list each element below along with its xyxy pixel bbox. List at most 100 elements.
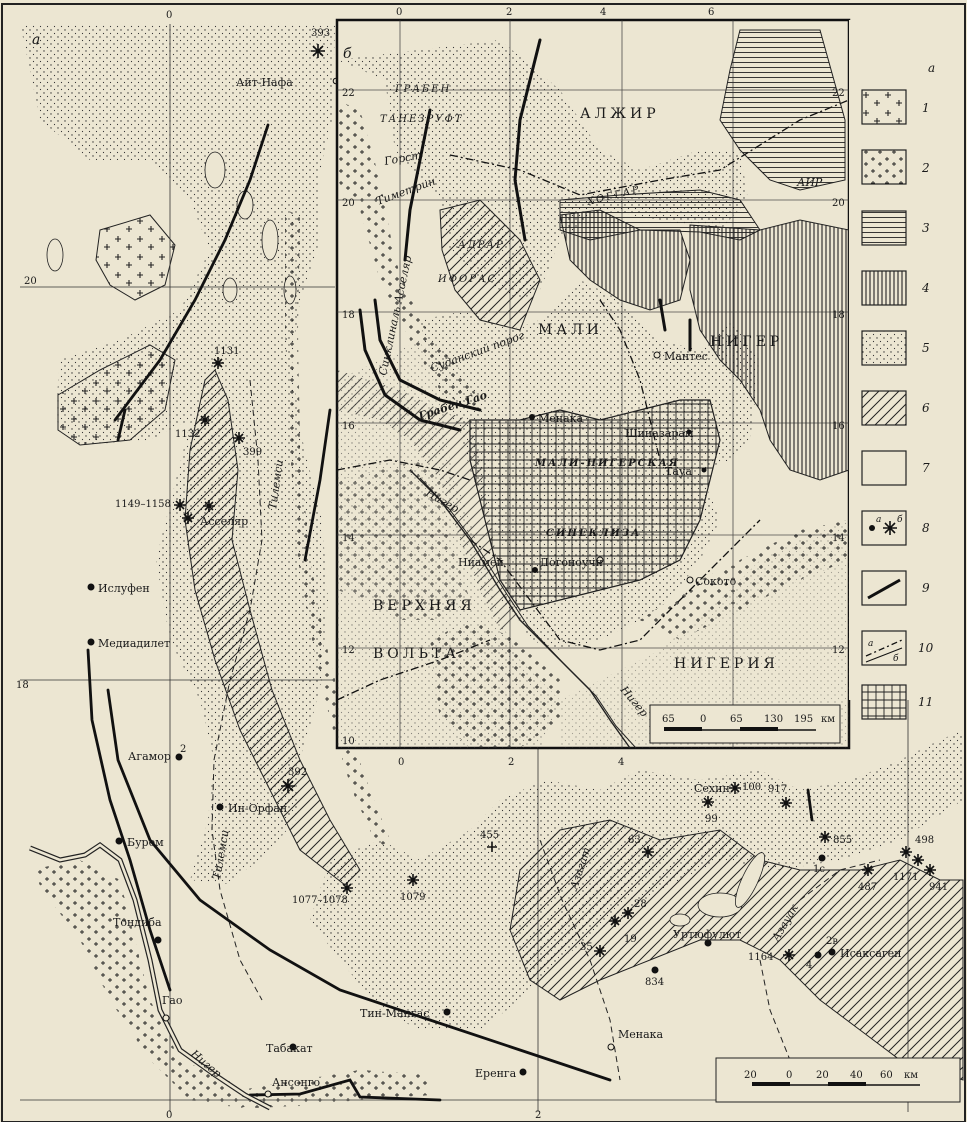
point-label: 63 <box>628 835 641 846</box>
scale-unit: км <box>904 1070 918 1081</box>
point-label: 393 <box>311 28 330 39</box>
point-label: 28 <box>634 899 647 910</box>
place-label: Ин-Орфан <box>228 802 287 815</box>
point-label: 2 <box>180 744 186 755</box>
lat-label: 14 <box>342 533 355 544</box>
lat-label: 18 <box>16 680 29 691</box>
scale-tick: 20 <box>744 1070 757 1081</box>
region-label: АЛЖИР <box>580 106 660 122</box>
panel-a-letter: а <box>32 32 40 48</box>
legend-corner-mark: а <box>928 61 935 75</box>
point-label: 1171 <box>893 872 918 883</box>
legend-item-label: 2 <box>921 161 930 175</box>
lat-label: 20 <box>24 276 37 287</box>
lat-label: 22 <box>342 88 355 99</box>
lat-label: 18 <box>832 310 845 321</box>
lon-label: 0 <box>166 10 172 21</box>
legend-sub-a: а <box>868 639 873 649</box>
panel-a-map: а 0 20 18 0 2 Айт-Нафа Ислуфен Медиадиле… <box>16 10 964 1121</box>
legend-sub-a: а <box>876 515 881 525</box>
place-label: Асселяр <box>200 515 248 528</box>
point-label: 834 <box>645 977 664 988</box>
place-label: Бурем <box>127 836 164 849</box>
lat-label: 10 <box>342 736 355 747</box>
place-label: Айт-Нафа <box>236 76 293 89</box>
scale-bar: 65 0 65 130 195 км <box>649 704 841 744</box>
region-label: ВЕРХНЯЯ <box>373 598 476 614</box>
place-label: Мантес <box>664 350 708 363</box>
legend: а а б а б 1 2 3 4 5 <box>849 20 961 720</box>
point-label: 100 <box>742 782 761 793</box>
geo-label: СИНЕКЛИЗА <box>546 528 641 539</box>
point-label: 855 <box>833 835 852 846</box>
legend-sub-b: б <box>897 514 903 525</box>
scale-tick: 130 <box>764 714 783 725</box>
lat-label: 16 <box>832 421 845 432</box>
point-label: 1131 <box>214 346 239 357</box>
point-label: 455 <box>480 830 499 841</box>
place-label: Тин-Мангас <box>360 1007 429 1020</box>
legend-item-label: 11 <box>918 695 933 709</box>
lon-label: 0 <box>398 757 404 768</box>
place-label: Ансонго <box>272 1076 321 1089</box>
point-label: 1132 <box>175 429 200 440</box>
lat-label: 18 <box>342 310 355 321</box>
geo-label: МАЛИ-НИГЕРСКАЯ <box>534 458 680 469</box>
place-label: Еренга <box>475 1067 517 1080</box>
geo-label: АДРАР <box>457 240 505 251</box>
point-label: 35 <box>580 942 593 953</box>
lat-label: 12 <box>342 645 355 656</box>
point-label: 19 <box>624 934 637 945</box>
lat-label: 20 <box>832 198 845 209</box>
geo-label: ИФОРАС <box>437 274 497 285</box>
lon-label: 0 <box>396 7 402 18</box>
scale-tick: 65 <box>662 714 675 725</box>
lon-label: 2 <box>508 757 514 768</box>
scale-tick: 0 <box>700 714 706 725</box>
place-label: Догоноучи <box>540 556 603 569</box>
scale-unit: км <box>821 714 835 725</box>
place-label: Шиназарам <box>625 427 694 440</box>
lat-label: 16 <box>342 421 355 432</box>
point-label: 1149–1158 <box>115 499 171 510</box>
point-label: 917 <box>768 784 787 795</box>
point-label: 941 <box>929 882 948 893</box>
lon-label: 4 <box>618 757 624 768</box>
place-label: Агамор <box>128 750 171 763</box>
scale-tick: 20 <box>816 1070 829 1081</box>
lat-label: 22 <box>832 88 845 99</box>
region-label: ВОЛЬТА <box>373 646 460 662</box>
panel-b-inset-map: б 0 2 4 6 0 2 4 22 22 20 20 18 18 16 16 … <box>335 7 851 768</box>
place-label: Ниамей <box>458 556 504 569</box>
lat-label: 12 <box>832 645 845 656</box>
point-label: 392 <box>288 767 307 778</box>
legend-item-label: 1 <box>922 101 930 115</box>
lat-label: 20 <box>342 198 355 209</box>
lon-label: 0 <box>166 1110 172 1121</box>
point-label: 1c <box>813 864 825 875</box>
point-label: 498 <box>915 835 934 846</box>
point-label: 399 <box>243 447 262 458</box>
lat-label: 14 <box>832 533 845 544</box>
place-label: Ислуфен <box>98 582 150 595</box>
scale-tick: 0 <box>786 1070 792 1081</box>
region-label: НИГЕРИЯ <box>674 656 779 672</box>
region-label: МАЛИ <box>538 322 603 338</box>
place-label: Уртюфулют <box>673 928 741 941</box>
scale-tick: 65 <box>730 714 743 725</box>
place-label: Табакат <box>266 1042 313 1055</box>
geo-label: ТАНЕЗРУФТ <box>380 114 463 125</box>
point-label: 2в <box>826 936 838 947</box>
legend-item-label: 4 <box>921 281 930 295</box>
lon-label: 2 <box>506 7 512 18</box>
scale-tick: 60 <box>880 1070 893 1081</box>
point-label: 1077–1078 <box>292 895 348 906</box>
lon-label: 4 <box>600 7 606 18</box>
place-label: Медиадилет <box>98 637 170 650</box>
legend-item-label: 10 <box>918 641 934 655</box>
place-label: Сокото <box>695 575 737 588</box>
point-label: 487 <box>858 882 877 893</box>
point-label: 4 <box>806 960 812 971</box>
legend-item-label: 5 <box>922 341 930 355</box>
